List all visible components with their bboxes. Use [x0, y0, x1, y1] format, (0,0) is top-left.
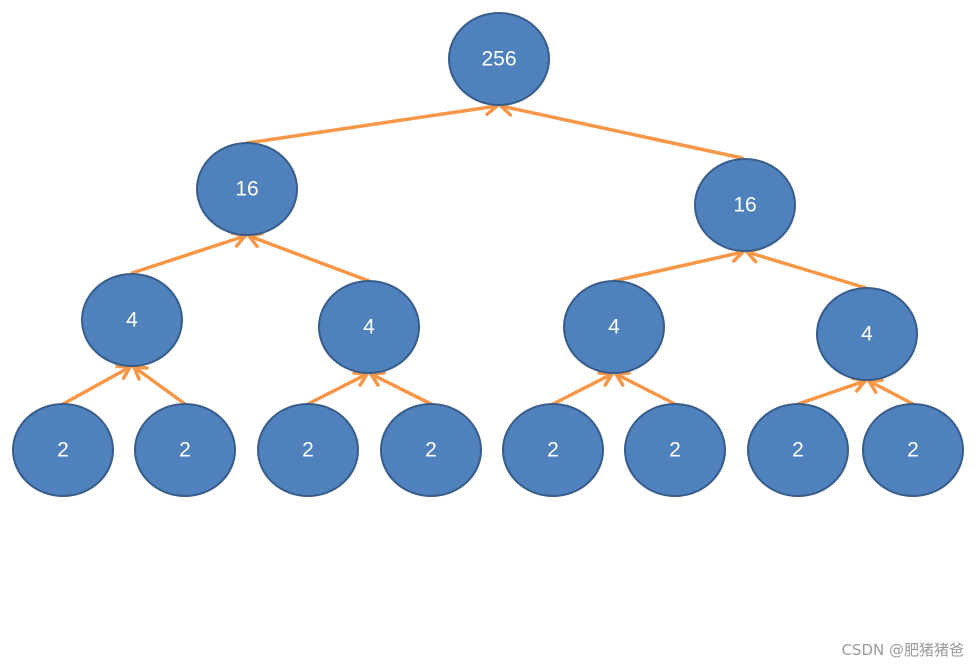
node-circle	[12, 403, 114, 497]
node-circle	[862, 403, 964, 497]
node-circle	[694, 158, 796, 252]
nodes-layer: 256 16 16 4 4 4 4 2 2 2 2 2 2 2 2	[12, 12, 964, 497]
arrowhead-icon	[115, 364, 132, 381]
node-label: 16	[235, 178, 258, 201]
tree-node-l3-2: 2	[134, 403, 236, 497]
edge-l1-left-to-root	[245, 99, 499, 145]
tree-node-l2-b: 4	[318, 280, 420, 374]
node-label: 4	[363, 316, 375, 339]
edge-l3-8-to-l2-d	[867, 378, 915, 406]
node-label: 2	[907, 439, 919, 462]
edge-l3-2-to-l2-a	[132, 365, 187, 406]
edge-line	[61, 365, 132, 406]
node-label: 16	[733, 194, 756, 217]
node-label: 2	[57, 439, 69, 462]
edge-line	[247, 234, 371, 283]
edge-l2-c-to-l1-right	[612, 246, 745, 283]
edge-line	[369, 372, 433, 406]
arrowhead-icon	[369, 371, 386, 387]
tree-node-l3-7: 2	[747, 403, 849, 497]
node-label: 256	[481, 48, 516, 71]
node-circle	[624, 403, 726, 497]
edge-line	[306, 372, 369, 406]
tree-node-root: 256	[448, 12, 550, 106]
node-label: 2	[425, 439, 437, 462]
edge-l3-6-to-l2-c	[614, 371, 677, 406]
node-label: 2	[302, 439, 314, 462]
node-circle	[380, 403, 482, 497]
node-circle	[563, 280, 665, 374]
node-circle	[81, 273, 183, 367]
arrowhead-icon	[867, 378, 884, 394]
arrowhead-icon	[614, 371, 631, 387]
edges-layer	[61, 99, 915, 406]
tree-node-l2-d: 4	[816, 287, 918, 381]
edge-line	[499, 104, 744, 160]
node-label: 2	[669, 439, 681, 462]
node-circle	[196, 142, 298, 236]
edge-l2-a-to-l1-left	[130, 231, 247, 275]
node-label: 4	[861, 323, 873, 346]
edge-line	[867, 379, 915, 406]
watermark: CSDN @肥猪猪爸	[841, 641, 964, 659]
edge-l2-b-to-l1-left	[247, 231, 371, 283]
node-label: 2	[547, 439, 559, 462]
node-circle	[257, 403, 359, 497]
edge-line	[132, 365, 187, 406]
node-circle	[747, 403, 849, 497]
edge-line	[245, 104, 499, 145]
edge-line	[612, 250, 745, 283]
tree-node-l3-1: 2	[12, 403, 114, 497]
edge-line	[796, 379, 867, 406]
node-label: 2	[792, 439, 804, 462]
tree-node-l2-a: 4	[81, 273, 183, 367]
edge-line	[130, 234, 247, 275]
tree-node-l2-c: 4	[563, 280, 665, 374]
edge-l1-right-to-root	[499, 99, 744, 160]
tree-node-l1-left: 16	[196, 142, 298, 236]
edge-l3-5-to-l2-c	[551, 371, 614, 406]
tree-node-l3-6: 2	[624, 403, 726, 497]
tree-node-l3-5: 2	[502, 403, 604, 497]
node-circle	[502, 403, 604, 497]
edge-l3-1-to-l2-a	[61, 364, 132, 406]
edge-l2-d-to-l1-right	[745, 246, 868, 290]
node-circle	[816, 287, 918, 381]
edge-line	[614, 372, 677, 406]
node-circle	[134, 403, 236, 497]
tree-node-l3-3: 2	[257, 403, 359, 497]
arrowhead-icon	[352, 371, 369, 387]
node-circle	[318, 280, 420, 374]
edge-l3-4-to-l2-b	[369, 371, 433, 406]
edge-line	[745, 250, 868, 290]
edge-l3-3-to-l2-b	[306, 371, 369, 406]
edge-line	[551, 372, 614, 406]
node-label: 4	[608, 316, 620, 339]
tree-node-l3-8: 2	[862, 403, 964, 497]
node-circle	[448, 12, 550, 106]
arrowhead-icon	[597, 371, 614, 387]
node-label: 2	[179, 439, 191, 462]
arrowhead-icon	[132, 365, 149, 381]
tree-node-l3-4: 2	[380, 403, 482, 497]
tree-node-l1-right: 16	[694, 158, 796, 252]
node-label: 4	[126, 309, 138, 332]
edge-l3-7-to-l2-d	[796, 376, 867, 406]
